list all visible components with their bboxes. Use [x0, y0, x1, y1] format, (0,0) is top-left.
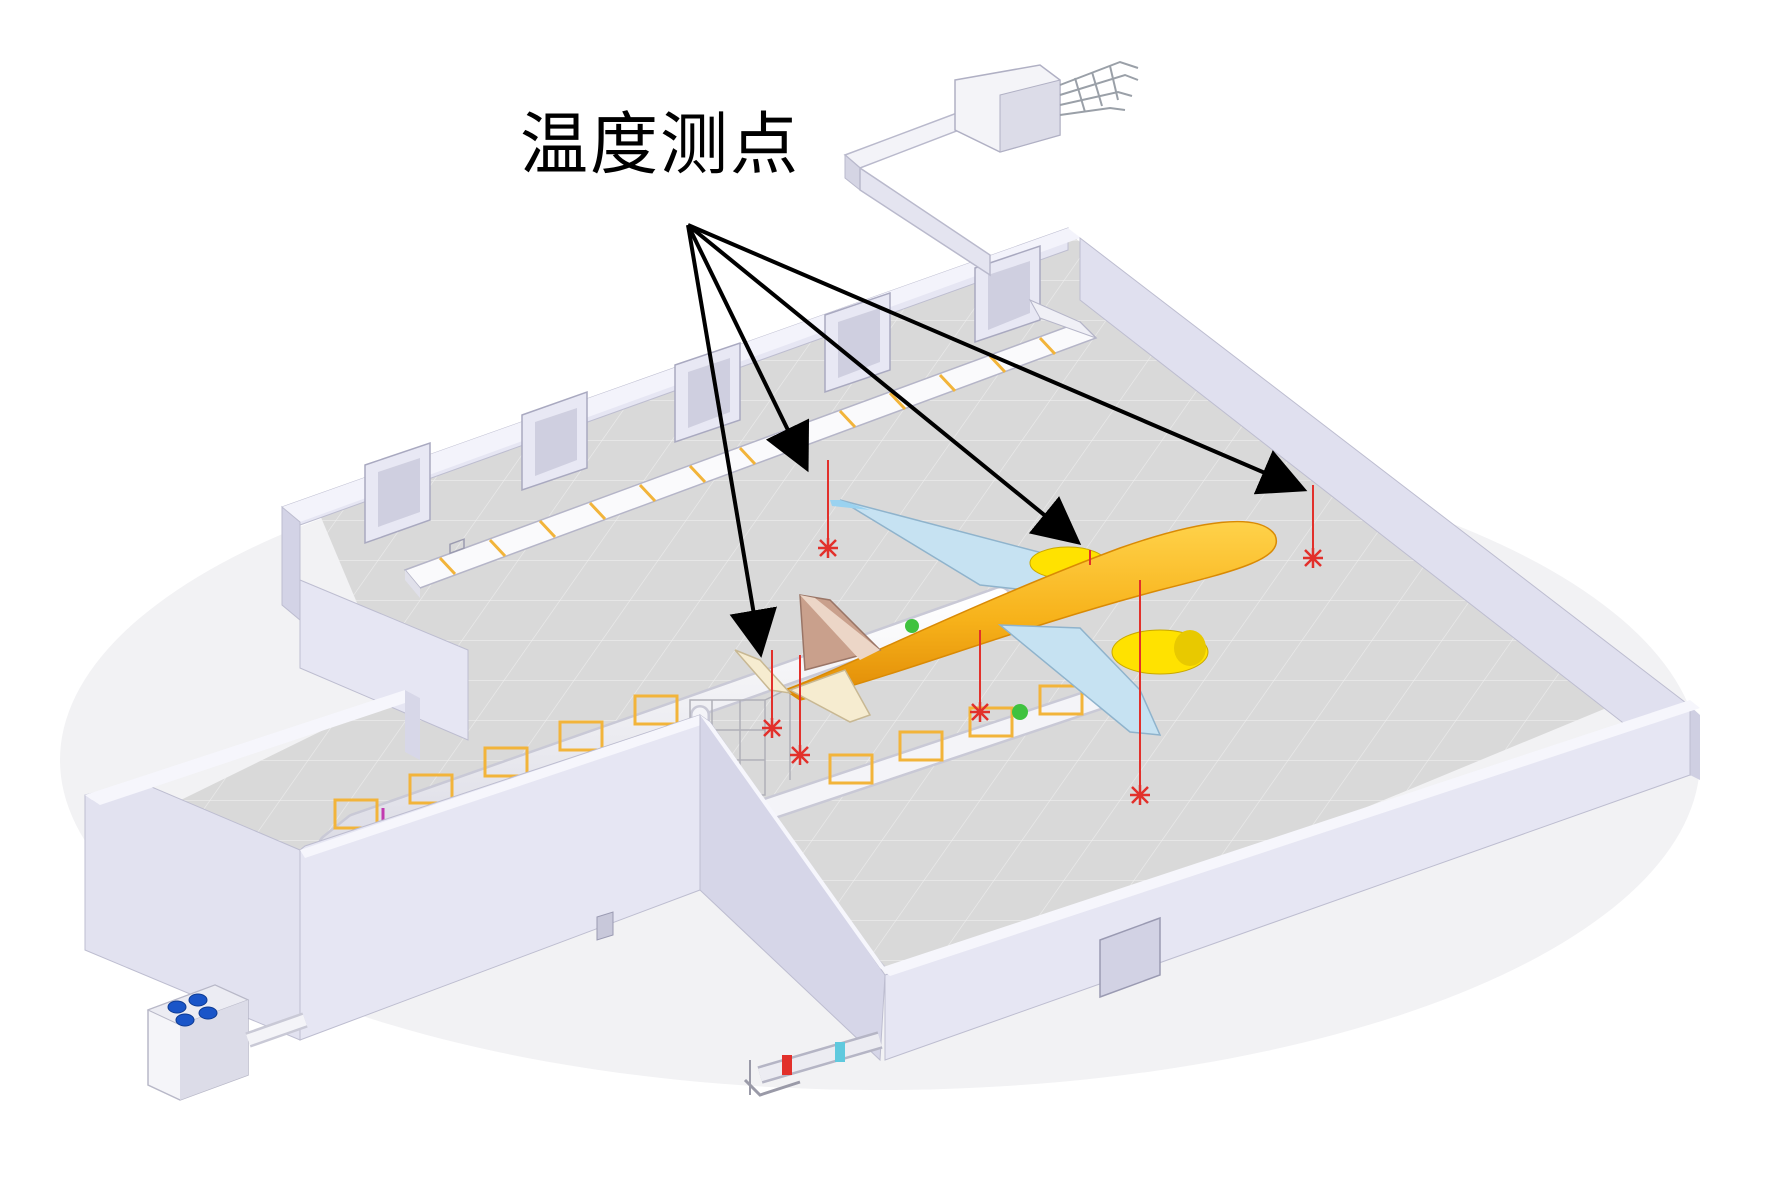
duct-dampers [905, 619, 1028, 720]
temperature-sensor-icon [970, 630, 990, 722]
arrow-icon [687, 223, 1308, 495]
temperature-sensor-icon [1303, 485, 1323, 568]
temperature-sensor-icon [1130, 580, 1150, 805]
temperature-sensors [762, 460, 1323, 805]
arrow-icon [686, 223, 1082, 546]
small-vent [596, 911, 614, 941]
temperature-sensor-icon [762, 650, 782, 738]
front-walls [84, 690, 1700, 1062]
fan-unit [146, 984, 308, 1101]
pipe-assembly [743, 1031, 883, 1097]
wall-vents [364, 244, 1041, 545]
temperature-sensor-icon [790, 655, 810, 765]
arrow-icon [686, 224, 810, 473]
annotation-arrows [686, 223, 1308, 658]
arrow-icon [686, 224, 777, 658]
diffuser-row [403, 298, 1098, 598]
annotation-label: 温度测点 [520, 106, 801, 185]
temperature-sensor-icon [818, 460, 838, 558]
aircraft [734, 499, 1278, 736]
front-door [1099, 916, 1161, 999]
exhaust-duct [843, 60, 1139, 277]
